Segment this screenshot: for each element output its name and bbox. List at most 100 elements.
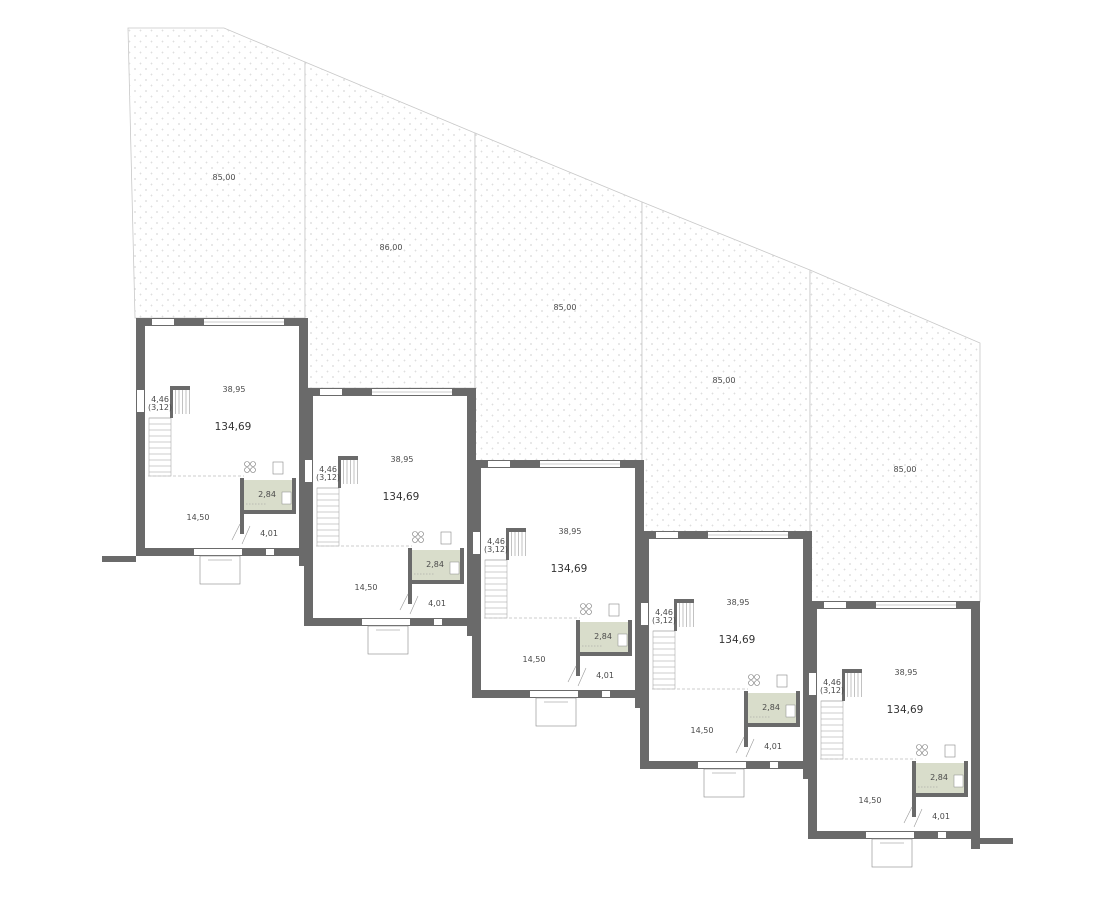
- yard-hatch: [128, 28, 305, 318]
- ground-wall: [979, 838, 1013, 844]
- bathroom-area: 2,84: [930, 773, 948, 782]
- kitchen-area: 14,50: [187, 513, 210, 522]
- wall: [292, 478, 296, 514]
- stove-burner-icon: [754, 680, 760, 686]
- stair-area: 4,46: [487, 537, 505, 546]
- yard-hatch: [475, 133, 642, 461]
- stair-area: 4,46: [823, 678, 841, 687]
- toilet-icon: [281, 491, 292, 505]
- entrance-gap: [698, 762, 746, 768]
- wall: [964, 761, 968, 797]
- sink-icon: [272, 461, 284, 475]
- entrance-gap: [362, 619, 410, 625]
- window: [488, 461, 510, 467]
- toilet-icon: [785, 704, 796, 718]
- hall-wall: [912, 797, 916, 817]
- bathroom-area: 2,84: [258, 490, 276, 499]
- kitchen-area: 14,50: [691, 726, 714, 735]
- stair-wall: [844, 669, 862, 673]
- stair-area: 4,46: [655, 608, 673, 617]
- units-layer: 38,95134,694,46(3,12)14,502,844,0138,951…: [102, 318, 1013, 868]
- kitchen-area: 14,50: [859, 796, 882, 805]
- porch: [535, 697, 577, 727]
- kitchen-area: 14,50: [355, 583, 378, 592]
- yard-area-label: 85,00: [894, 465, 917, 474]
- window: [602, 691, 610, 697]
- party-wall: [467, 388, 476, 636]
- stair-wall: [170, 386, 173, 418]
- door-swing: [903, 806, 913, 824]
- stair-wall: [172, 386, 190, 390]
- stair-area-sub: (3,12): [316, 473, 340, 482]
- yard-plot: 85,00: [641, 201, 811, 533]
- porch: [871, 838, 913, 868]
- yard-plot: 85,00: [127, 27, 306, 319]
- wall: [408, 580, 464, 584]
- stove-burner-icon: [244, 467, 250, 473]
- wall: [576, 620, 580, 656]
- unit-interior: [480, 468, 636, 690]
- wall: [460, 548, 464, 584]
- porch: [703, 768, 745, 798]
- stair-wall: [506, 528, 509, 560]
- party-wall: [803, 531, 812, 779]
- entrance-gap: [866, 832, 914, 838]
- hall-area: 4,01: [596, 671, 614, 680]
- stove-burner-icon: [916, 750, 922, 756]
- window: [641, 603, 648, 625]
- hall-area: 4,01: [428, 599, 446, 608]
- window: [809, 673, 816, 695]
- door-swing: [399, 593, 409, 611]
- wall: [744, 723, 800, 727]
- stove-burner-icon: [916, 744, 922, 750]
- sink-icon: [944, 744, 956, 758]
- yard-plot: 85,00: [474, 132, 643, 462]
- party-wall: [971, 601, 980, 849]
- living-room-area: 38,95: [727, 598, 750, 607]
- door-swing: [735, 736, 745, 754]
- window: [305, 460, 312, 482]
- porch: [367, 625, 409, 655]
- bathroom-area: 2,84: [762, 703, 780, 712]
- stove-burner-icon: [250, 467, 256, 473]
- yard-hatch: [305, 62, 475, 388]
- stove-burner-icon: [748, 674, 754, 680]
- wall: [808, 601, 817, 839]
- stove-burner-icon: [250, 461, 256, 467]
- ground-wall: [102, 556, 136, 562]
- hall-wall: [744, 727, 748, 747]
- yard-hatch: [810, 270, 980, 602]
- stair-area-sub: (3,12): [652, 616, 676, 625]
- window: [770, 762, 778, 768]
- hall-area: 4,01: [932, 812, 950, 821]
- window: [152, 319, 174, 325]
- stair-wall: [508, 528, 526, 532]
- unit-total-area: 134,69: [887, 704, 924, 716]
- window: [473, 532, 480, 554]
- toilet-icon: [449, 561, 460, 575]
- living-room-area: 38,95: [223, 385, 246, 394]
- yard-hatch: [642, 202, 810, 532]
- wall: [912, 793, 968, 797]
- stair-area-sub: (3,12): [484, 545, 508, 554]
- stove-burner-icon: [586, 609, 592, 615]
- stove-burner-icon: [418, 531, 424, 537]
- unit-interior: [816, 609, 972, 831]
- stove-burner-icon: [922, 750, 928, 756]
- unit-total-area: 134,69: [215, 421, 252, 433]
- unit-total-area: 134,69: [719, 634, 756, 646]
- window: [434, 619, 442, 625]
- door-swing: [913, 808, 923, 828]
- stair-area: 4,46: [319, 465, 337, 474]
- porch: [199, 555, 241, 585]
- door-swing: [241, 525, 251, 545]
- sink-icon: [776, 674, 788, 688]
- wall: [408, 548, 412, 584]
- bathroom-area: 2,84: [594, 632, 612, 641]
- door-swing: [567, 665, 577, 683]
- stove-burner-icon: [418, 537, 424, 543]
- stair-wall: [676, 599, 694, 603]
